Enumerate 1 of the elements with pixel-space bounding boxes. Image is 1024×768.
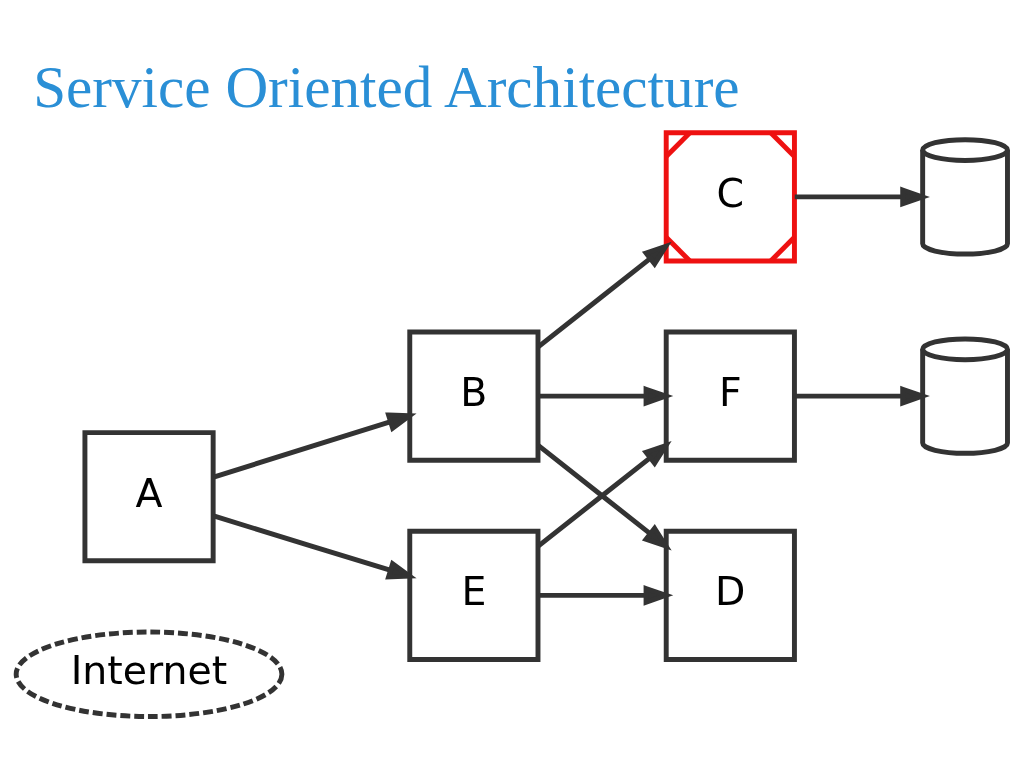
diagram-title: Service Oriented Architecture [33, 54, 740, 121]
